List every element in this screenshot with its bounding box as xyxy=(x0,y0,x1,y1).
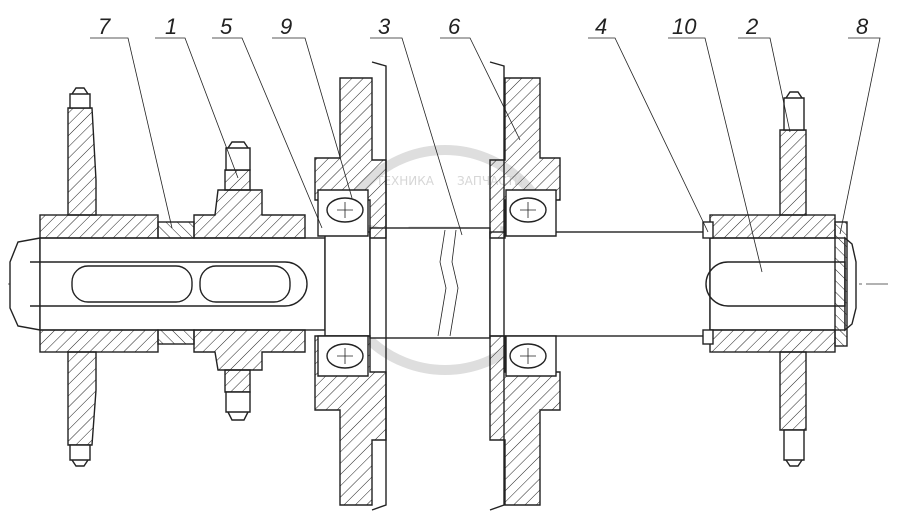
bushing-7-lower xyxy=(157,329,195,345)
left-bearing-housing xyxy=(314,61,387,511)
callout-7: 7 xyxy=(98,14,111,39)
bushing-7 xyxy=(157,221,195,239)
callout-3: 3 xyxy=(378,14,391,39)
seal-4-lower xyxy=(702,329,714,345)
callout-8: 8 xyxy=(856,14,869,39)
callout-1: 1 xyxy=(165,14,177,39)
callout-5: 5 xyxy=(220,14,233,39)
callout-2: 2 xyxy=(745,14,758,39)
left-sprocket xyxy=(39,87,159,467)
watermark-top-left: ТЕХНИКА xyxy=(375,174,435,188)
shaft xyxy=(9,227,857,339)
right-bearing-housing xyxy=(489,61,561,511)
callout-10: 10 xyxy=(672,14,697,39)
seal-4 xyxy=(702,221,714,239)
right-sprocket xyxy=(709,91,836,467)
leader-lines xyxy=(90,37,881,273)
callout-6: 6 xyxy=(448,14,461,39)
small-sprocket xyxy=(193,141,306,421)
nut-8 xyxy=(834,221,848,347)
callout-4: 4 xyxy=(595,14,607,39)
callout-9: 9 xyxy=(280,14,292,39)
